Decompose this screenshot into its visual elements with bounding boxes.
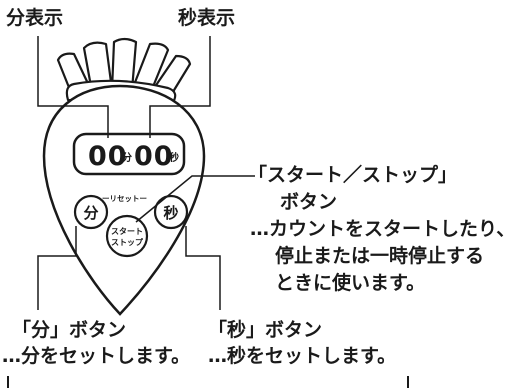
leaf-right-inner [130,42,170,96]
start-key-line2: ストップ [111,237,144,247]
callout-minute-display [37,36,109,138]
start-stop-desc-3: ときに使います。 [275,272,426,294]
second-key[interactable] [153,194,189,230]
leaf-left-inner [82,41,114,94]
minute-button-title: 「分」ボタン [12,319,127,341]
callout-second-key [185,226,221,310]
start-stop-button-word: ボタン [280,191,338,213]
seconds-unit: 秒 [169,151,179,164]
second-button-title: 「秒」ボタン [208,319,323,341]
seconds-digits: 00 [134,141,174,172]
second-button-desc: …秒をセットします。 [208,345,397,367]
leaf-center [110,37,138,92]
callout-second-display [149,36,211,138]
callout-minute-key [37,226,77,310]
reset-label: ーリセットー [102,194,147,203]
start-stop-title: 「スタート／ストップ」 [248,164,458,186]
callout-start-stop [135,175,255,223]
second-key-label: 秒 [163,204,178,222]
start-stop-desc-1: …カウントをスタートしたり、 [250,218,515,240]
minute-display-label: 分表示 [6,7,64,29]
display-window [72,132,186,176]
start-stop-desc-2: 停止または一時停止する [275,245,485,267]
minute-key[interactable] [73,194,109,230]
second-display-label: 秒表示 [178,7,236,29]
minute-key-label: 分 [83,204,98,222]
minutes-digits: 00 [88,141,128,172]
minutes-unit: 分 [122,151,132,164]
callout-lines [37,36,255,310]
start-key-line1: スタート [111,226,143,236]
start-stop-key[interactable] [105,214,149,258]
minute-button-desc: …分をセットします。 [2,345,191,367]
